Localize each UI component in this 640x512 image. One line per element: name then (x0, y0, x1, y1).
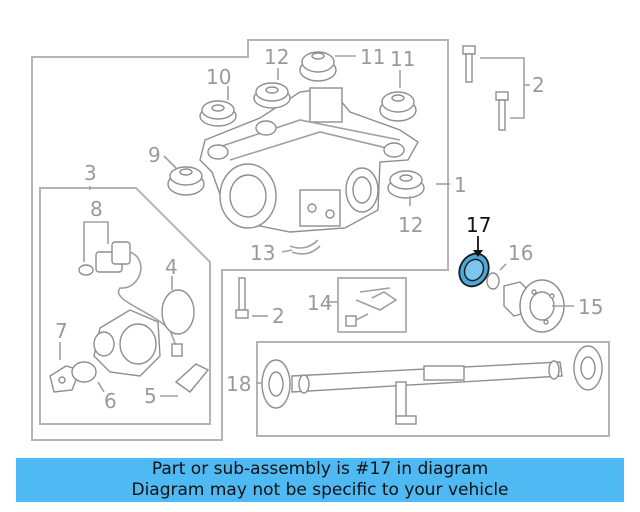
mount-bushing-12-top (253, 82, 291, 109)
callout-5: 5 (144, 384, 157, 408)
assembly-box-3 (39, 187, 211, 425)
callout-13: 13 (250, 241, 275, 265)
mount-bushing-12-right (387, 170, 425, 199)
callout-9: 9 (148, 143, 161, 167)
pump-motor (93, 309, 161, 377)
clamp-14 (345, 287, 398, 327)
assembly-box-14 (337, 277, 407, 333)
cover-5 (174, 363, 210, 393)
callout-3: 3 (84, 161, 97, 185)
callout-12b: 12 (398, 213, 423, 237)
o-ring-6 (71, 361, 97, 383)
driveshaft-18 (261, 345, 603, 425)
callout-2b: 2 (272, 304, 285, 328)
gasket-4 (161, 289, 195, 335)
bolt-2-center (235, 277, 249, 319)
callout-10: 10 (206, 65, 231, 89)
bolt-2-upper (462, 45, 476, 83)
callout-1: 1 (454, 173, 467, 197)
callout-8: 8 (90, 197, 103, 221)
callout-7: 7 (55, 319, 68, 343)
callout-6: 6 (104, 389, 117, 413)
assembly-box-1 (31, 39, 449, 441)
banner-line-2: Diagram may not be specific to your vehi… (131, 480, 509, 500)
differential-housing (199, 87, 419, 233)
ring-16 (486, 272, 500, 290)
callout-11b: 11 (390, 47, 415, 71)
mount-bushing-10 (199, 100, 237, 127)
bolt-2-lower (495, 91, 509, 131)
callout-11a: 11 (360, 45, 385, 69)
callout-14: 14 (307, 291, 332, 315)
callout-18: 18 (226, 372, 251, 396)
mount-bushing-11-right (379, 91, 417, 122)
mount-bushing-11-top (299, 51, 337, 82)
assembly-box-18 (256, 341, 610, 437)
callout-4: 4 (165, 255, 178, 279)
seal-17 (458, 252, 490, 288)
callout-15: 15 (578, 295, 603, 319)
banner-line-1: Part or sub-assembly is #17 in diagram (151, 459, 489, 479)
callout-12a: 12 (264, 45, 289, 69)
callout-16: 16 (508, 241, 533, 265)
flange-15 (503, 279, 565, 333)
breather-hose-13 (289, 239, 319, 249)
info-banner: Part or sub-assembly is #17 in diagram D… (16, 458, 624, 502)
mount-bushing-9 (167, 166, 205, 196)
callout-17: 17 (466, 213, 491, 237)
callout-2a: 2 (532, 73, 545, 97)
o-ring-8 (78, 264, 94, 276)
sensor-8 (95, 241, 183, 357)
